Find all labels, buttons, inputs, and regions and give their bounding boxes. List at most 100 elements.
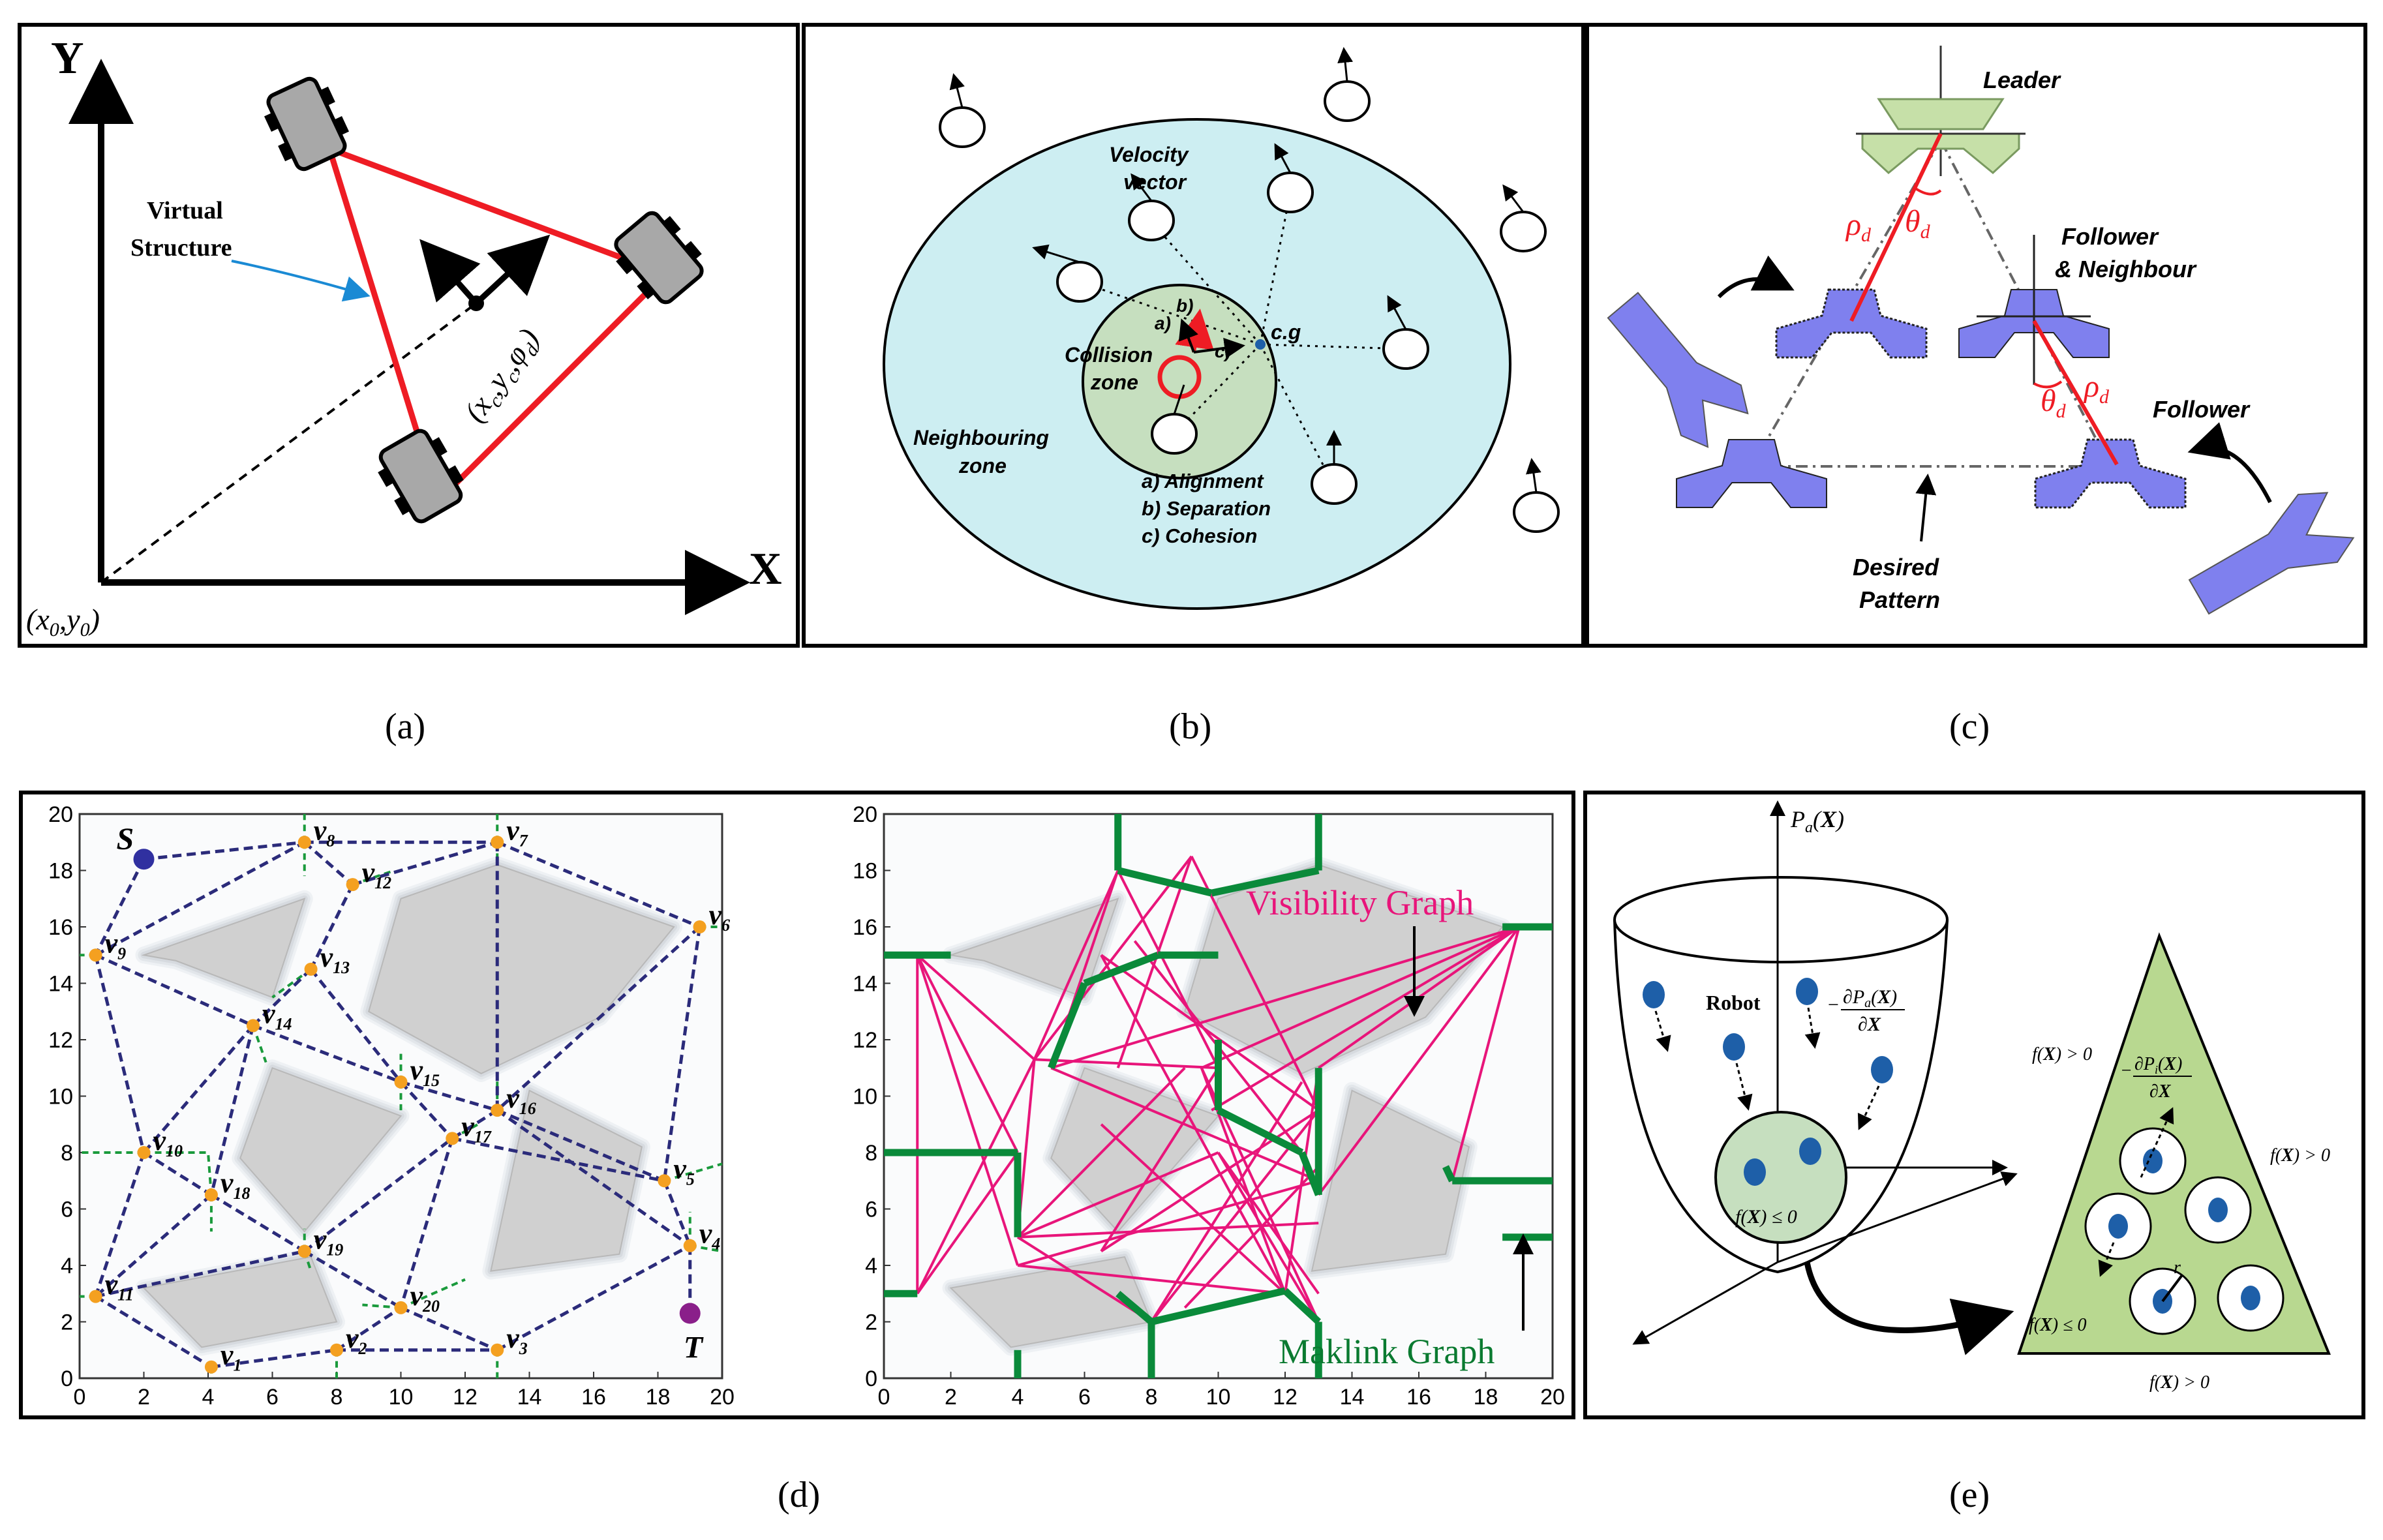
visibility-edge: [1033, 869, 1119, 1061]
node-v14-label: v14: [262, 997, 292, 1033]
robot-top: [264, 76, 350, 172]
visibility-edge: [1017, 1151, 1219, 1239]
f-gt0-bottom: f(X) > 0: [2149, 1372, 2209, 1393]
left-ytick-label: 20: [48, 802, 73, 827]
node-v12-label: v12: [362, 856, 392, 892]
path-edge: [352, 840, 498, 886]
maklink-label: Maklink Graph: [1279, 1332, 1495, 1371]
f-le0-bowl: f(X) ≤ 0: [1735, 1206, 1797, 1228]
path-edge: [399, 1081, 454, 1140]
maklink-segment: [1283, 1288, 1321, 1325]
node-v16-marker: [491, 1104, 504, 1117]
path-edge: [399, 1138, 454, 1308]
node-v9-label: v9: [105, 927, 127, 963]
right-ytick-label: 18: [853, 859, 877, 884]
path-edge: [451, 1136, 665, 1183]
path-edge: [303, 1137, 453, 1253]
left-ytick-label: 6: [61, 1198, 73, 1222]
node-v17-marker: [446, 1132, 459, 1145]
visibility-edge: [916, 954, 1019, 1266]
left-ytick-label: 12: [48, 1028, 73, 1053]
right-xtick-label: 4: [1012, 1385, 1024, 1410]
right-xtick-label: 16: [1406, 1385, 1431, 1410]
maklink-segment: [1150, 1287, 1286, 1325]
path-edge: [95, 1249, 305, 1299]
node-v3-label: v3: [506, 1322, 528, 1358]
collision-label-2: zone: [1090, 370, 1138, 394]
node-v3-marker: [491, 1343, 504, 1357]
maklink-edge: [271, 968, 312, 999]
right-xtick-label: 10: [1206, 1385, 1231, 1410]
node-v8-label: v8: [314, 814, 335, 850]
visibility-label: Visibility Graph: [1246, 883, 1474, 922]
path-edge: [209, 1025, 255, 1196]
f-gt0-right: f(X) > 0: [2270, 1145, 2330, 1166]
visibility-edge: [1100, 1109, 1320, 1253]
node-v1-label: v1: [220, 1339, 242, 1375]
pa-label: Pa(X): [1790, 806, 1844, 836]
node-v2-marker: [330, 1343, 343, 1357]
right-obstacle-4: [1311, 1089, 1470, 1272]
caption-b: (b): [1169, 706, 1211, 747]
right-ytick-label: 14: [853, 972, 877, 997]
node-v15-marker: [394, 1075, 408, 1089]
path-edge: [94, 1193, 213, 1298]
path-edge: [496, 840, 701, 929]
node-v7-label: v7: [506, 814, 528, 850]
node-v13-marker: [304, 962, 318, 976]
node-v8-marker: [297, 836, 311, 849]
right-obstacle-1: [950, 898, 1119, 999]
right-xtick-label: 20: [1540, 1385, 1565, 1410]
node-v4-label: v4: [699, 1218, 721, 1254]
visibility-edge: [1017, 1264, 1286, 1295]
left-ytick-label: 2: [61, 1310, 73, 1335]
panel-e: Pa(X) Robot − ∂Pa(X) ∂X f(X) ≤ 0 r: [1583, 791, 2365, 1419]
node-v5-marker: [658, 1174, 671, 1188]
node-v16-label: v16: [506, 1082, 536, 1118]
visibility-edge: [1100, 1067, 1220, 1252]
svg-text:∂X: ∂X: [2149, 1081, 2172, 1102]
node-v20-label: v20: [410, 1280, 440, 1316]
desired-label-1: Desired: [1853, 554, 1939, 581]
visibility-edge: [1050, 926, 1520, 1070]
left-xtick-label: 0: [74, 1385, 86, 1410]
virtual-structure-label-1: Virtual: [147, 197, 223, 224]
mark-b: b): [1176, 295, 1193, 316]
theta-leader: θd: [1905, 204, 1931, 243]
left-xtick-label: 6: [266, 1385, 279, 1410]
robot-label: Robot: [1706, 991, 1761, 1014]
left-xtick-label: 18: [646, 1385, 671, 1410]
maklink-segment: [1083, 952, 1160, 987]
node-v18-marker: [204, 1188, 218, 1201]
path-edge: [143, 1151, 213, 1196]
path-edge: [309, 968, 402, 1083]
right-xtick-label: 2: [945, 1385, 957, 1410]
visibility-edge: [1016, 1236, 1153, 1323]
follower-lower-right: [2034, 438, 2187, 509]
visibility-edge: [1116, 856, 1193, 1068]
path-edge: [451, 1109, 498, 1140]
left-ytick-label: 8: [61, 1141, 73, 1166]
target-label: T: [684, 1331, 704, 1365]
path-edge: [94, 954, 145, 1153]
maklink-edge: [663, 1162, 723, 1183]
visibility-edge: [1100, 954, 1286, 1295]
desired-label-2: Pattern: [1859, 586, 1940, 613]
visibility-edge: [916, 954, 1019, 1153]
visibility-edge: [1211, 926, 1520, 1111]
right-xtick-label: 6: [1078, 1385, 1091, 1410]
left-xtick-label: 12: [453, 1385, 478, 1410]
right-ytick-label: 6: [865, 1198, 877, 1222]
path-edge: [400, 1080, 498, 1112]
maklink-segment: [1442, 1165, 1456, 1183]
robot-right: [614, 211, 704, 305]
follower-free-left: [1607, 292, 1749, 448]
start-marker: [133, 849, 155, 870]
panel-a-frame: [18, 23, 800, 648]
right-xtick-label: 14: [1340, 1385, 1365, 1410]
follower-label: Follower: [2153, 396, 2251, 423]
follower-upper-left: [1775, 288, 1928, 359]
left-ytick-label: 4: [61, 1254, 73, 1278]
maklink-segment: [1217, 1107, 1304, 1156]
left-xtick-label: 10: [389, 1385, 414, 1410]
